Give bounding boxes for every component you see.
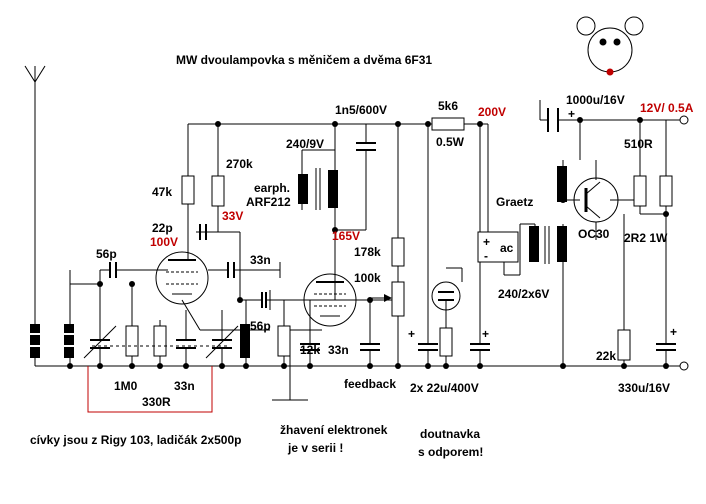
label-graetz: Graetz — [496, 195, 533, 209]
label-100k: 100k — [354, 271, 381, 285]
label-22p: 22p — [152, 221, 173, 235]
junction-dots — [67, 117, 669, 369]
label-330r: 330R — [142, 395, 171, 409]
label-0-5w: 0.5W — [436, 135, 465, 149]
label-plus-22u-a: + — [408, 327, 415, 341]
label-330u: 330u/16V — [618, 381, 670, 395]
label-178k: 178k — [354, 245, 381, 259]
label-240-9v: 240/9V — [286, 137, 324, 151]
resistor-5k6 — [431, 117, 465, 131]
label-510r: 510R — [624, 137, 653, 151]
resistor-47k — [181, 175, 195, 205]
label-2x22u: 2x 22u/400V — [410, 381, 479, 395]
label-33v: 33V — [222, 209, 243, 223]
label-graetz-minus: - — [484, 249, 488, 263]
coil-windings — [30, 333, 74, 347]
resistor-270k — [211, 175, 225, 207]
note-neon-2: s odporem! — [418, 445, 483, 459]
transistor-oc30 — [573, 177, 619, 223]
label-33n-bottom: 33n — [174, 379, 195, 393]
neon-lamp — [431, 281, 461, 311]
label-200v: 200V — [478, 105, 506, 119]
label-270k: 270k — [226, 157, 253, 171]
resistor-330r-left — [153, 325, 167, 357]
label-plus-330u: + — [670, 325, 677, 339]
label-240-2x6v: 240/2x6V — [498, 287, 549, 301]
note-heaters-2: je v serii ! — [287, 441, 343, 455]
note-neon-1: doutnavka — [420, 427, 480, 441]
resistor-510r-a — [633, 175, 647, 207]
label-plus-22u-b: + — [482, 327, 489, 341]
earphone — [298, 174, 308, 204]
graetz-bridge — [477, 231, 519, 263]
resistor-510r-b — [659, 175, 673, 207]
label-100v: 100V — [150, 235, 178, 249]
label-2r2: 2R2 1W — [624, 231, 668, 245]
diagram-title: MW dvoulampovka s měničem a dvěma 6F31 — [176, 53, 432, 67]
resistor-22k — [617, 329, 631, 361]
label-1n5: 1n5/600V — [335, 103, 387, 117]
capacitors — [109, 108, 676, 351]
resistor-12k — [277, 325, 291, 357]
resistor-neon — [439, 327, 453, 357]
label-165v: 165V — [332, 229, 360, 243]
red-link-330R — [87, 366, 213, 413]
resistor-100k-pot — [391, 281, 405, 317]
terminals — [679, 115, 689, 371]
label-oc30: OC30 — [578, 227, 610, 241]
resistor-1m0 — [125, 325, 139, 357]
note-heaters-1: žhavení elektronek — [280, 423, 388, 437]
pot-wiper-arrow — [384, 294, 392, 302]
label-47k: 47k — [152, 185, 172, 199]
label-ac: ac — [500, 241, 514, 255]
cores — [315, 168, 550, 264]
label-5k6: 5k6 — [438, 99, 458, 113]
note-coils: cívky jsou z Rigy 103, ladičák 2x500p — [30, 433, 241, 447]
label-arf212: ARF212 — [246, 195, 291, 209]
label-earph: earph. — [254, 181, 290, 195]
label-56p-left: 56p — [96, 247, 117, 261]
tube-right — [303, 273, 357, 327]
label-12v: 12V/ 0.5A — [640, 101, 694, 115]
label-1m0: 1M0 — [114, 379, 138, 393]
tuning-arrows — [83, 325, 239, 359]
resistor-178k — [391, 237, 405, 267]
label-56p-right: 56p — [250, 319, 271, 333]
mouse-icon — [576, 16, 644, 76]
label-12k: 12k — [300, 343, 320, 357]
label-plus-1000u: + — [568, 107, 575, 121]
label-33n-mid: 33n — [328, 343, 349, 357]
label-feedback: feedback — [344, 377, 396, 391]
resistors — [125, 117, 673, 361]
tube-left — [155, 251, 209, 305]
label-graetz-plus: + — [483, 235, 490, 249]
coils — [30, 166, 567, 358]
label-1000u: 1000u/16V — [566, 93, 625, 107]
label-33n-top: 33n — [250, 253, 271, 267]
label-22k: 22k — [596, 349, 616, 363]
